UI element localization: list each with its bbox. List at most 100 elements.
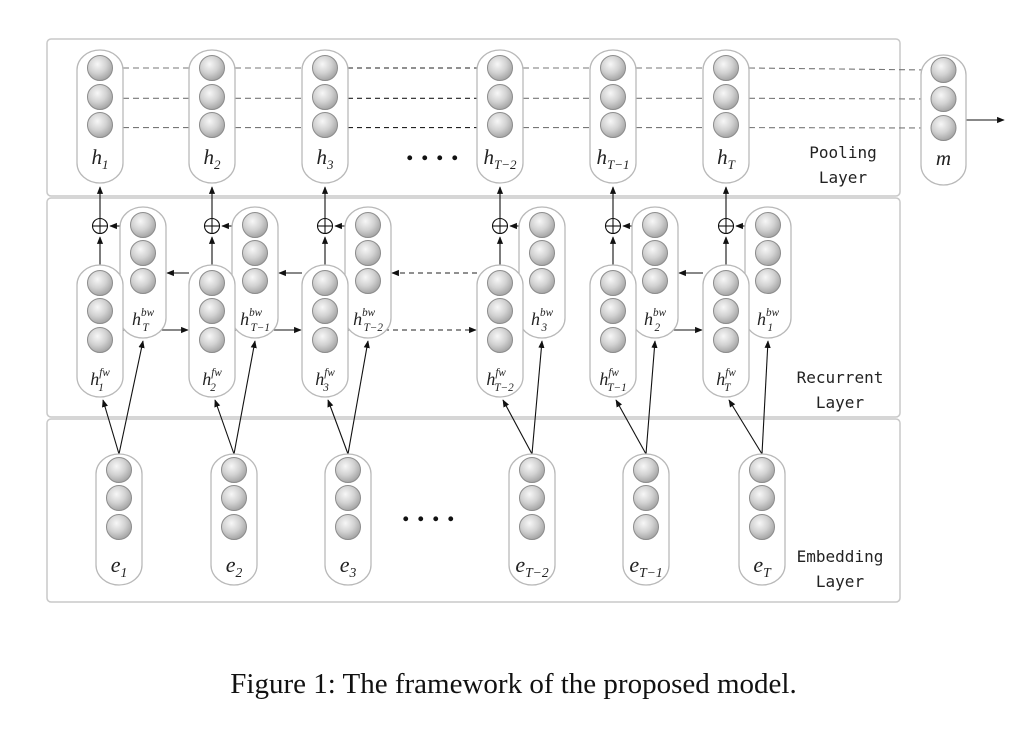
output-node-m-unit-1 <box>930 57 957 83</box>
embedding-6-label: eT <box>753 552 772 580</box>
embedding-2-unit-3 <box>221 514 247 540</box>
backward-state-1-unit-2 <box>130 240 156 266</box>
embedding-3-label: e3 <box>340 552 357 580</box>
recurrent-layer-label: Recurrent Layer <box>797 368 884 412</box>
backward-state-5-unit-1 <box>642 212 668 238</box>
embed-to-backward-3 <box>347 340 370 455</box>
embedding-3-unit-3 <box>335 514 361 540</box>
embed-to-forward-5 <box>615 399 647 455</box>
backward-state-5-unit-2 <box>642 240 668 266</box>
embedding-6: eT <box>738 453 786 586</box>
svg-text:Embedding: Embedding <box>797 547 884 566</box>
pooled-state-4-label: hT−2 <box>483 145 517 172</box>
backward-state-6-unit-1 <box>755 212 781 238</box>
embed-to-backward-2 <box>233 340 257 455</box>
forward-state-2-unit-1 <box>199 270 225 296</box>
pooled-state-4-unit-1 <box>487 55 513 81</box>
forward-state-3-unit-1 <box>312 270 338 296</box>
embedding-layer-label: Embedding Layer <box>797 547 884 591</box>
svg-text:Layer: Layer <box>819 168 868 187</box>
forward-state-4-unit-3 <box>487 327 513 353</box>
pooled-state-6-unit-1 <box>713 55 739 81</box>
pooled-state-1-label: h1 <box>91 145 108 172</box>
backward-state-3-unit-3 <box>355 268 381 294</box>
pooled-state-5-unit-1 <box>600 55 626 81</box>
pooled-state-3-unit-3 <box>312 112 338 138</box>
pooled-state-1: h1 <box>76 49 124 184</box>
embed-to-forward-2 <box>214 399 235 455</box>
model-diagram: Pooling Layer Recurrent Layer Embedding … <box>46 38 1005 603</box>
backward-state-1-unit-1 <box>130 212 156 238</box>
pooled-state-2-unit-1 <box>199 55 225 81</box>
embedding-ellipsis: . . . . <box>402 495 455 528</box>
connection-edges <box>96 66 1005 455</box>
output-node-m-label: m <box>936 146 951 170</box>
backward-state-2-unit-1 <box>242 212 268 238</box>
output-node-m-unit-3 <box>930 115 957 141</box>
embedding-4-unit-2 <box>519 485 545 511</box>
backward-state-2-unit-3 <box>242 268 268 294</box>
embedding-3: e3 <box>324 453 372 586</box>
pooled-state-2-unit-3 <box>199 112 225 138</box>
backward-state-4-unit-2 <box>529 240 555 266</box>
pooled-state-1-unit-3 <box>87 112 113 138</box>
embed-to-backward-5 <box>645 340 658 455</box>
figure-caption: Figure 1: The framework of the proposed … <box>230 668 797 700</box>
embedding-4: eT−2 <box>508 453 556 586</box>
combine-node-5 <box>604 217 622 235</box>
output-node-m: m <box>920 54 967 186</box>
backward-state-1-unit-3 <box>130 268 156 294</box>
backward-state-6-unit-2 <box>755 240 781 266</box>
pooled-state-6-unit-3 <box>713 112 739 138</box>
pooled-state-3-unit-2 <box>312 84 338 110</box>
embedding-1: e1 <box>95 453 143 586</box>
pooled-state-1-unit-1 <box>87 55 113 81</box>
pool-to-m-1 <box>748 66 931 74</box>
pooled-state-3: h3 <box>301 49 349 184</box>
pooled-state-2: h2 <box>188 49 236 184</box>
output-node-m-unit-2 <box>930 86 957 112</box>
embed-to-forward-1 <box>102 399 120 455</box>
combine-node-3 <box>316 217 334 235</box>
embed-to-backward-1 <box>118 340 145 455</box>
forward-state-6-unit-1 <box>713 270 739 296</box>
combine-node-1 <box>91 217 109 235</box>
pooling-ellipsis: . . . . <box>406 134 459 167</box>
embedding-1-unit-1 <box>106 457 132 483</box>
backward-state-3-unit-2 <box>355 240 381 266</box>
embedding-2-label: e2 <box>226 552 243 580</box>
backward-state-4-unit-3 <box>529 268 555 294</box>
embedding-6-unit-2 <box>749 485 775 511</box>
embedding-1-unit-3 <box>106 514 132 540</box>
pooled-state-1-unit-2 <box>87 84 113 110</box>
pooled-state-5-unit-3 <box>600 112 626 138</box>
pooled-state-4-unit-3 <box>487 112 513 138</box>
embedding-6-unit-3 <box>749 514 775 540</box>
forward-state-5-unit-1 <box>600 270 626 296</box>
forward-state-2-unit-2 <box>199 298 225 324</box>
forward-state-1-unit-1 <box>87 270 113 296</box>
embedding-4-label: eT−2 <box>515 552 549 580</box>
pooled-state-2-unit-2 <box>199 84 225 110</box>
backward-state-2-unit-2 <box>242 240 268 266</box>
forward-state-4-unit-2 <box>487 298 513 324</box>
embedding-5-unit-2 <box>633 485 659 511</box>
pooling-layer-panel <box>46 38 901 197</box>
embed-to-backward-6 <box>761 340 771 455</box>
combine-node-4 <box>491 217 509 235</box>
forward-state-1-unit-2 <box>87 298 113 324</box>
embed-to-forward-3 <box>327 399 349 455</box>
pooled-state-4-unit-2 <box>487 84 513 110</box>
